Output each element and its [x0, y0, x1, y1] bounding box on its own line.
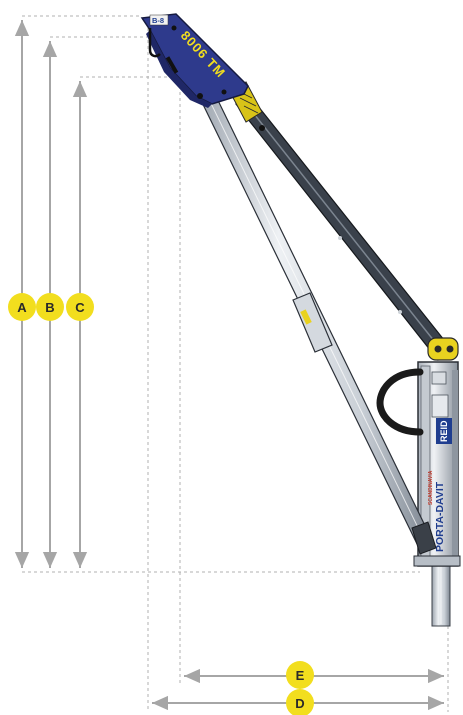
- mast-logo: REID: [439, 420, 449, 442]
- boom-sleeve-marker: [300, 309, 312, 325]
- strut-hinge: [427, 337, 459, 361]
- badge-e-label: E: [296, 668, 305, 683]
- badge-c-label: C: [75, 300, 85, 315]
- arm-tag-box: [149, 14, 169, 26]
- arm-tag: B-8: [152, 16, 164, 25]
- badge-e: E: [286, 661, 314, 689]
- mast-socket: [431, 559, 451, 627]
- badge-c: C: [66, 293, 94, 321]
- badge-b: B: [36, 293, 64, 321]
- arm-head: B-8 8006 TM: [140, 13, 249, 108]
- badge-a-label: A: [17, 300, 27, 315]
- mast-logo-box: [436, 418, 452, 444]
- mast-handle: [376, 368, 424, 436]
- badge-b-label: B: [45, 300, 54, 315]
- badge-a: A: [8, 293, 36, 321]
- badge-d: D: [286, 689, 314, 715]
- boom-tube: [195, 83, 437, 555]
- mast-brand-text: PORTA-DAVIT: [434, 481, 446, 552]
- mast-sub-text: SCANDINAVIA: [428, 470, 434, 505]
- mast-body: REID PORTA-DAVIT SCANDINAVIA: [413, 361, 461, 567]
- extension-lines: [22, 15, 449, 712]
- badge-d-label: D: [295, 696, 304, 711]
